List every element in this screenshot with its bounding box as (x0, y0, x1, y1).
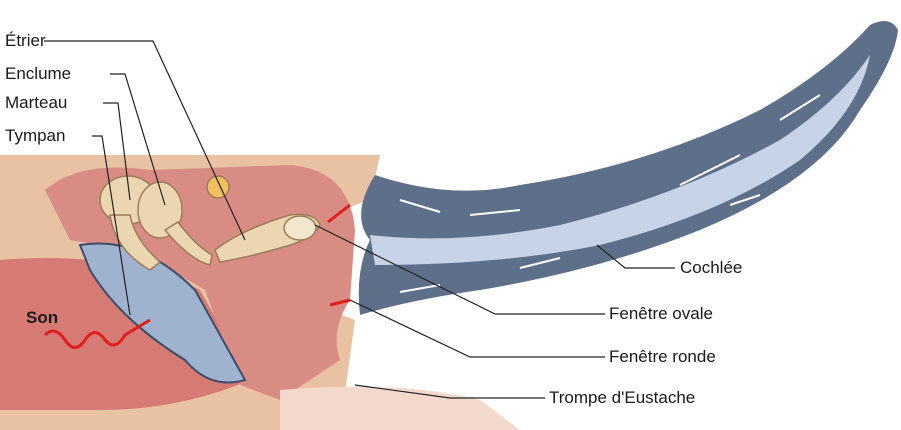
label-fenetre-ronde: Fenêtre ronde (609, 347, 716, 367)
label-cochlee: Cochlée (680, 258, 742, 278)
label-enclume: Enclume (5, 64, 71, 84)
small-nodule (207, 176, 229, 198)
label-marteau: Marteau (5, 93, 67, 113)
label-son: Son (26, 308, 58, 328)
label-etrier: Étrier (5, 31, 46, 51)
leader-ronde (350, 300, 605, 357)
label-tympan: Tympan (5, 126, 65, 146)
label-trompe-eustache: Trompe d'Eustache (549, 388, 695, 408)
eustachian-tube (280, 387, 520, 430)
label-fenetre-ovale: Fenêtre ovale (609, 304, 713, 324)
etrier-footplate (284, 216, 316, 240)
cochlea (359, 21, 898, 315)
